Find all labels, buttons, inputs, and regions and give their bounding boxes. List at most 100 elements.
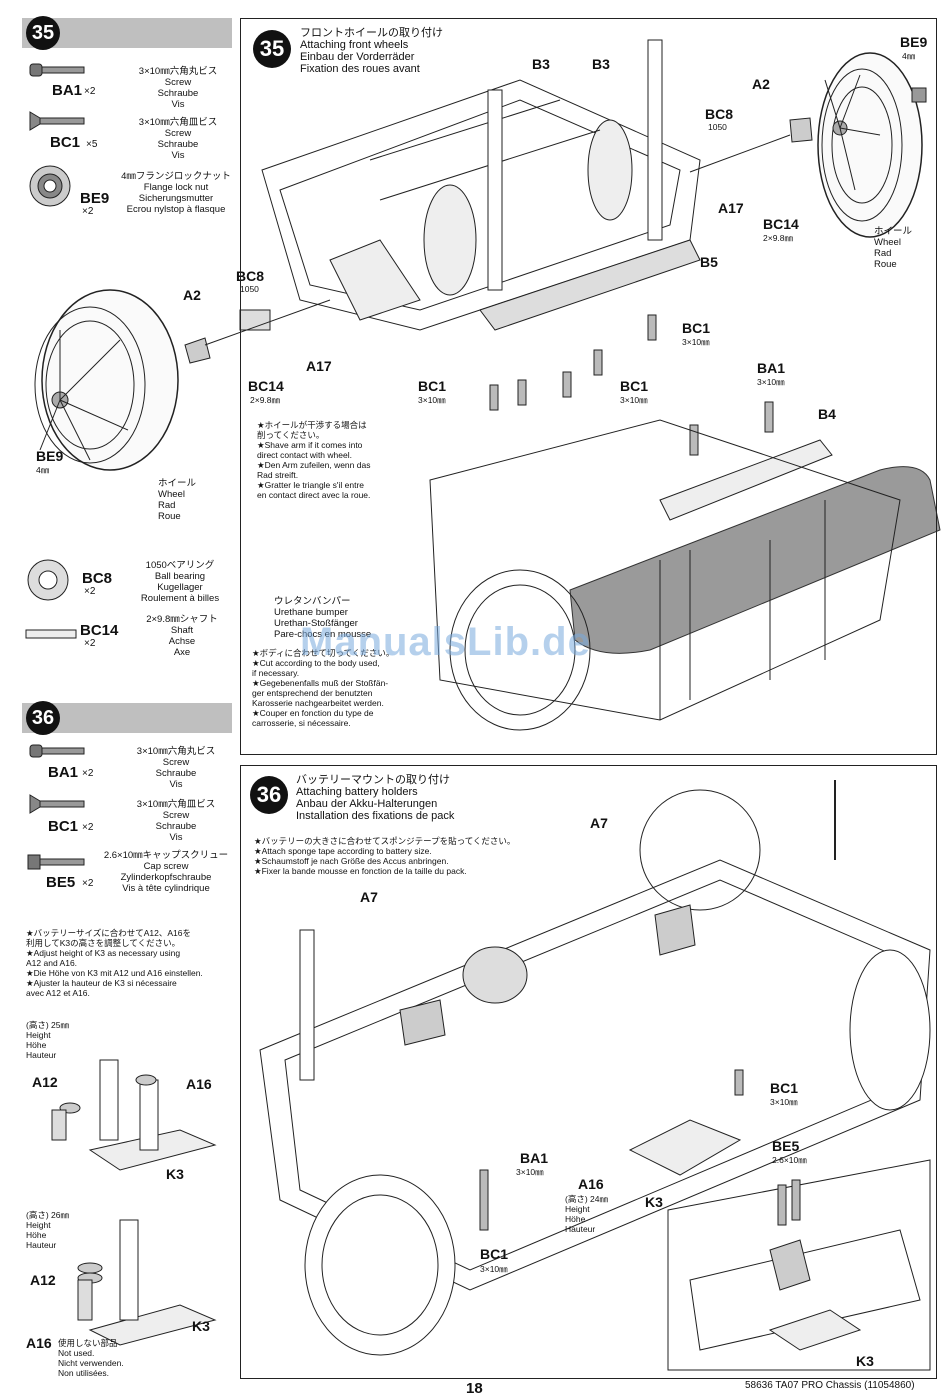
part-qty-ba1: ×2 (84, 86, 96, 97)
label-k3-36: K3 (645, 1194, 663, 1210)
label-a17-left: A17 (306, 358, 332, 374)
step-35-frame-badge: 35 (253, 30, 291, 68)
label-ba1: BA1 (757, 360, 786, 376)
watermark: ManualsLib.de (300, 620, 591, 664)
label-bc14-right: BC14 (763, 216, 799, 232)
label-b5: B5 (700, 254, 718, 270)
label-bc1-right: BC1 (682, 320, 711, 336)
label-be5-36-size: 2.6×10㎜ (772, 1155, 807, 1165)
label-be9-right: BE9 (900, 34, 928, 50)
label-be5-36: BE5 (772, 1138, 800, 1154)
chassis-battery-drawing (259, 780, 931, 1371)
flange-nut-be9-icon (29, 165, 71, 207)
label-a16-25: A16 (186, 1076, 212, 1092)
bumper-cut-note: ★ボディに合わせて切ってください。★Cut according to the b… (252, 648, 395, 728)
label-a17-right: A17 (718, 200, 744, 216)
label-bc1-36-right: BC1 (770, 1080, 799, 1096)
label-a16-36: A16 (578, 1176, 604, 1192)
label-k3-25: K3 (166, 1166, 184, 1182)
part-qty-ba1-36: ×2 (82, 768, 94, 779)
footer-code: 58636 TA07 PRO Chassis (11054860) (745, 1380, 915, 1391)
part-code-bc1-36: BC1 (48, 818, 79, 835)
left-wheel-drawing (34, 289, 331, 471)
screw-ba1-icon (29, 63, 85, 77)
label-b4: B4 (818, 406, 836, 422)
screw-ba1-step36-icon (29, 744, 85, 758)
label-be9-left: BE9 (36, 448, 64, 464)
label-bc1-36-bottom: BC1 (480, 1246, 509, 1262)
page-number: 18 (466, 1380, 483, 1397)
label-a16-unused: A16 (26, 1335, 52, 1351)
label-a12-25: A12 (32, 1074, 58, 1090)
label-bc14-left: BC14 (248, 378, 284, 394)
label-bc1-36-bottom-size: 3×10㎜ (480, 1264, 508, 1274)
shaft-bc14-icon (25, 629, 77, 639)
label-ba1-size: 3×10㎜ (757, 377, 785, 387)
label-b3-a: B3 (532, 56, 550, 72)
label-bc8-size-right: 1050 (708, 122, 727, 132)
adjust-height-note: ★バッテリーサイズに合わせてA12、A16を利用してK3の高さを調整してください… (26, 928, 203, 998)
label-ba1-36-size: 3×10㎜ (516, 1167, 544, 1177)
label-a12-26: A12 (30, 1272, 56, 1288)
label-bc1-size-mid: 3×10㎜ (620, 395, 648, 405)
label-b3-b: B3 (592, 56, 610, 72)
label-bc8-size-left: 1050 (240, 284, 259, 294)
label-bc1-size-left: 3×10㎜ (418, 395, 446, 405)
part-code-be5: BE5 (46, 874, 76, 891)
right-wheel-drawing (689, 52, 927, 238)
label-ba1-36: BA1 (520, 1150, 549, 1166)
label-a2-left: A2 (183, 287, 201, 303)
label-bc1-size-right: 3×10㎜ (682, 337, 710, 347)
part-code-bc14: BC14 (80, 622, 119, 639)
k3-height-25-drawing (51, 1059, 217, 1171)
label-bc14-size-right: 2×9.8㎜ (763, 233, 794, 243)
label-be9-size-right: 4㎜ (902, 51, 916, 61)
step-36-number-badge: 36 (26, 701, 60, 735)
part-qty-bc8: ×2 (84, 586, 96, 597)
label-bc14-size-left: 2×9.8㎜ (250, 395, 281, 405)
sponge-tape-note: ★バッテリーの大きさに合わせてスポンジテープを貼ってください。★Attach s… (254, 836, 516, 876)
label-a7-left: A7 (360, 889, 378, 905)
step-35-frame (240, 18, 937, 755)
label-bc1-mid: BC1 (620, 378, 649, 394)
screw-bc1-icon (29, 111, 85, 131)
label-a2-right: A2 (752, 76, 770, 92)
step-36-frame-badge: 36 (250, 776, 288, 814)
be5-screw-icon (27, 854, 85, 870)
part-code-bc1: BC1 (50, 134, 81, 151)
label-a7-right: A7 (590, 815, 608, 831)
label-be9-size-left: 4㎜ (36, 465, 50, 475)
part-qty-bc1: ×5 (86, 139, 98, 150)
step-36-frame (240, 765, 937, 1379)
part-code-be9: BE9 (80, 190, 110, 207)
part-code-bc8: BC8 (82, 570, 113, 587)
shave-arm-note: ★ホイールが干渉する場合は削ってください。★Shave arm if it co… (257, 420, 371, 500)
label-bc8-left: BC8 (236, 268, 265, 284)
label-bc1-36-right-size: 3×10㎜ (770, 1097, 798, 1107)
step-35-number-badge: 35 (26, 16, 60, 50)
label-k3-26: K3 (192, 1318, 210, 1334)
k3-height-26-drawing (77, 1219, 217, 1346)
part-qty-bc1-36: ×2 (82, 822, 94, 833)
chassis-front-drawing (261, 39, 941, 731)
label-bc1-left: BC1 (418, 378, 447, 394)
label-bc8-right: BC8 (705, 106, 734, 122)
label-k3-inset: K3 (856, 1353, 874, 1369)
